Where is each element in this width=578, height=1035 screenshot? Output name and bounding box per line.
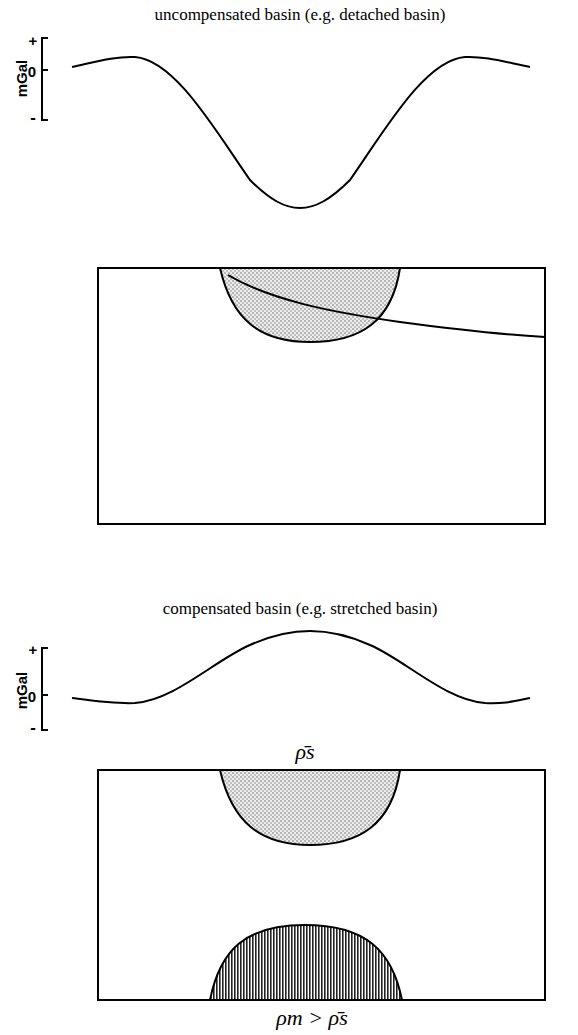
- axis-value: 0: [28, 689, 36, 704]
- density-label: ρm > ρ̄s: [276, 1007, 347, 1029]
- crust-section: [98, 268, 545, 524]
- axis-sign: -: [30, 719, 36, 736]
- axis-unit: mGal: [14, 671, 29, 709]
- panel-title: uncompensated basin (e.g. detached basin…: [155, 6, 446, 23]
- panel-title: compensated basin (e.g. stretched basin): [163, 600, 438, 617]
- gravity-curve: [72, 57, 530, 208]
- mantle-upwarp: [210, 925, 402, 1000]
- axis-bracket: [42, 648, 48, 730]
- sediment-basin: [220, 770, 400, 845]
- gravity-curve: [72, 631, 530, 703]
- axis-sign: -: [30, 109, 36, 126]
- axis-sign: +: [29, 33, 38, 48]
- density-label: ρ̄s: [295, 741, 314, 763]
- crust-section: [98, 770, 545, 1000]
- axis-value: 0: [28, 64, 36, 79]
- detachment-fault: [228, 275, 545, 337]
- axis-bracket: [42, 38, 48, 120]
- axis-unit: mGal: [14, 59, 29, 97]
- axis-sign: +: [29, 642, 38, 657]
